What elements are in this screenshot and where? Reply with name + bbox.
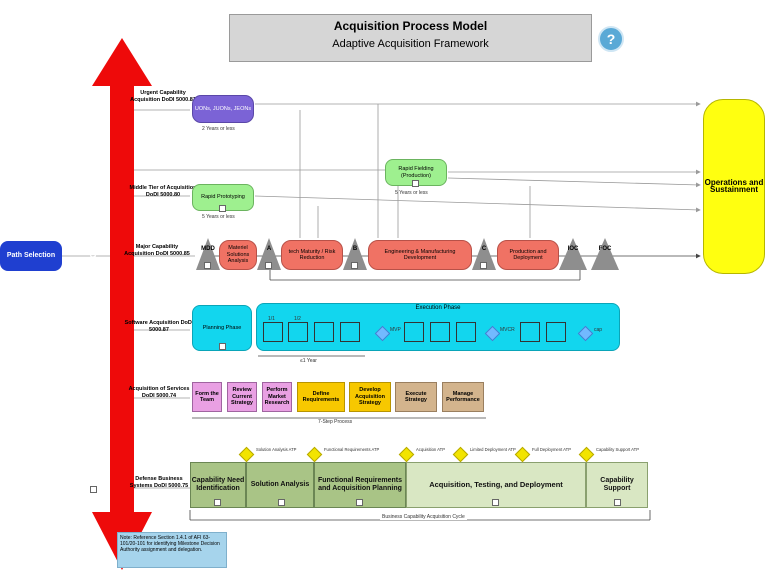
reference-note: Note: Reference Section 1.4.1 of AFI 63-… bbox=[117, 532, 227, 568]
milestone-label: Full Deployment ATP bbox=[532, 447, 572, 452]
expand-icon[interactable] bbox=[480, 262, 487, 269]
iteration-square bbox=[288, 322, 308, 342]
services-caption: 7-Step Process bbox=[318, 419, 353, 425]
expand-icon[interactable] bbox=[214, 499, 221, 506]
cap-label: cap bbox=[594, 327, 603, 333]
cybersecurity-arrow bbox=[92, 38, 152, 570]
expand-icon[interactable] bbox=[412, 180, 419, 187]
services-step-5[interactable]: Develop Acquisition Strategy bbox=[349, 382, 391, 412]
milestone-mdd-label: MDD bbox=[201, 246, 215, 252]
expand-icon[interactable] bbox=[219, 205, 226, 212]
milestone-a-label: A bbox=[266, 246, 272, 252]
expand-icon[interactable] bbox=[351, 262, 358, 269]
mvp-label: MVP bbox=[390, 327, 401, 333]
iteration-square bbox=[520, 322, 540, 342]
lane-label-urgent: Urgent Capability Acquisition DoDI 5000.… bbox=[130, 90, 196, 103]
dbs-phase-3[interactable]: Functional Requirements and Acquisition … bbox=[314, 462, 406, 508]
iteration-square bbox=[263, 322, 283, 342]
iteration-label-1: 1/1 bbox=[268, 316, 275, 322]
lane-label-services: Acquisition of Services DoDI 5000.74 bbox=[128, 386, 190, 399]
milestone-c bbox=[472, 238, 496, 270]
iteration-label-2: 1/2 bbox=[294, 316, 301, 322]
expand-icon[interactable] bbox=[356, 499, 363, 506]
iteration-square bbox=[404, 322, 424, 342]
milestone-b bbox=[343, 238, 367, 270]
milestone-foc bbox=[591, 238, 619, 270]
services-step-7[interactable]: Manage Performance bbox=[442, 382, 484, 412]
services-step-4[interactable]: Define Requirements bbox=[297, 382, 345, 412]
iteration-square bbox=[546, 322, 566, 342]
tmrr-box[interactable]: tech Maturity / Risk Reduction bbox=[281, 240, 343, 270]
lane-label-defense: Defense Business Systems DoDI 5000.75 bbox=[129, 476, 189, 489]
production-deployment-box[interactable]: Production and Deployment bbox=[497, 240, 559, 270]
expand-icon[interactable] bbox=[219, 343, 226, 350]
materiel-solutions-box[interactable]: Materiel Solutions Analysis bbox=[219, 240, 257, 270]
expand-icon[interactable] bbox=[265, 262, 272, 269]
execution-phase-label: Execution Phase bbox=[415, 305, 461, 311]
milestone-label: Capability Support ATP bbox=[596, 447, 639, 452]
lane-label-mta: Middle Tier of Acquisition DoDI 5000.80 bbox=[129, 185, 197, 198]
page-title: Acquisition Process Model bbox=[333, 19, 488, 33]
milestone-label: Solution Analysis ATP bbox=[256, 447, 297, 452]
lane-label-major: Major Capability Acquisition DoDI 5000.8… bbox=[124, 244, 190, 257]
milestone-label: Limited Deployment ATP bbox=[470, 447, 516, 452]
milestone-mdd bbox=[196, 238, 220, 270]
emd-box[interactable]: Engineering & Manufacturing Development bbox=[368, 240, 472, 270]
services-step-3[interactable]: Perform Market Research bbox=[262, 382, 292, 412]
iteration-square bbox=[314, 322, 334, 342]
urgent-duration: 2 Years or less bbox=[202, 126, 235, 132]
rp-duration: 5 Years or less bbox=[202, 214, 235, 220]
execution-phase-box[interactable] bbox=[256, 303, 620, 351]
rapid-fielding-box[interactable]: Rapid Fielding (Production) bbox=[385, 159, 447, 186]
iteration-square bbox=[456, 322, 476, 342]
expand-icon[interactable] bbox=[204, 262, 211, 269]
uon-box[interactable]: UONs, JUONs, JEONs bbox=[192, 95, 254, 123]
expand-icon[interactable] bbox=[278, 499, 285, 506]
title-box: Acquisition Process Model Adaptive Acqui… bbox=[229, 14, 592, 62]
software-duration: ≤1 Year bbox=[300, 358, 317, 364]
operations-sustainment-box[interactable]: Operations and Sustainment bbox=[703, 99, 765, 274]
milestone-label: Acquisition ATP bbox=[416, 447, 446, 452]
services-step-1[interactable]: Form the Team bbox=[192, 382, 222, 412]
path-selection-button[interactable]: Path Selection bbox=[0, 241, 62, 271]
services-step-2[interactable]: Review Current Strategy bbox=[227, 382, 257, 412]
cybersecurity-label: Cybersecurity bbox=[87, 228, 99, 302]
rf-duration: 5 Years or less bbox=[395, 190, 428, 196]
expand-icon[interactable] bbox=[614, 499, 621, 506]
milestone-a bbox=[257, 238, 281, 270]
milestone-foc-label: FOC bbox=[598, 246, 612, 252]
expand-icon[interactable] bbox=[492, 499, 499, 506]
milestone-ioc bbox=[559, 238, 587, 270]
mvcr-label: MVCR bbox=[500, 327, 515, 333]
question-icon[interactable]: ? bbox=[598, 26, 624, 52]
dbs-cycle-label: Business Capability Acquisition Cycle bbox=[380, 514, 467, 520]
expand-icon[interactable] bbox=[90, 486, 97, 493]
lane-label-software: Software Acquisition DoDI 5000.87 bbox=[124, 320, 194, 333]
milestone-ioc-label: IOC bbox=[567, 246, 579, 252]
milestone-c-label: C bbox=[481, 246, 487, 252]
iteration-square bbox=[430, 322, 450, 342]
iteration-square bbox=[340, 322, 360, 342]
milestone-b-label: B bbox=[352, 246, 358, 252]
page-subtitle: Adaptive Acquisition Framework bbox=[332, 38, 489, 50]
services-step-6[interactable]: Execute Strategy bbox=[395, 382, 437, 412]
milestone-label: Functional Requirements ATP bbox=[324, 447, 380, 452]
